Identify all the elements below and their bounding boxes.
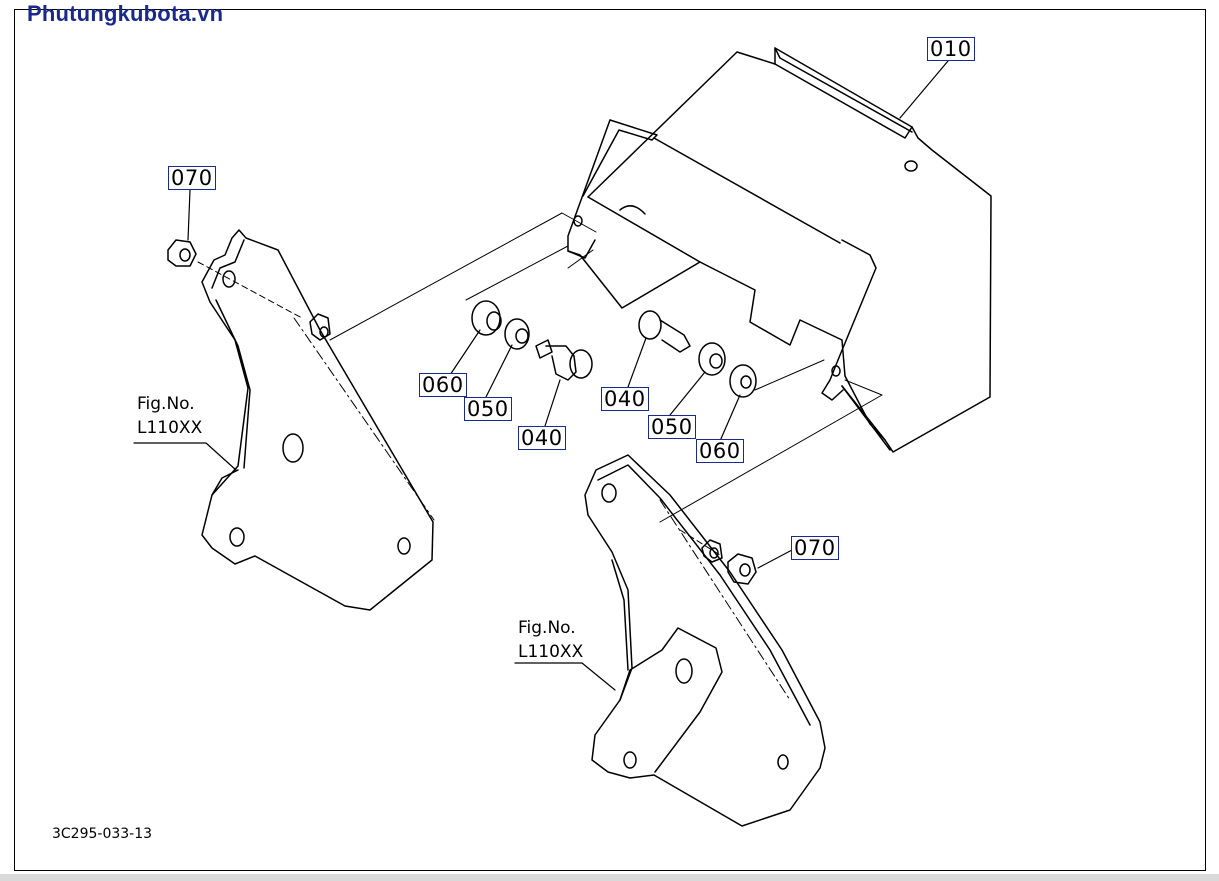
nut-070-right [727, 553, 757, 585]
callout-070-left[interactable]: 070 [168, 166, 216, 190]
callout-050-right[interactable]: 050 [648, 415, 696, 439]
collar-right [701, 539, 723, 563]
bolt-040-right [638, 310, 691, 353]
callout-040-left[interactable]: 040 [518, 426, 566, 450]
callout-060-left[interactable]: 060 [419, 373, 467, 397]
fig-ref-left-label: Fig.No. [137, 394, 195, 414]
nut-070-left [167, 239, 197, 267]
washer-060-right [729, 364, 757, 398]
callout-070-right[interactable]: 070 [791, 536, 839, 560]
watermark-text: Phutungkubota.vn [27, 1, 224, 26]
right-bracket [584, 454, 826, 827]
callout-050-left[interactable]: 050 [464, 397, 512, 421]
left-bracket [201, 229, 434, 611]
bottom-bar [0, 874, 1219, 881]
drawing-frame [14, 9, 1206, 871]
bolt-040-left [535, 339, 593, 381]
cover-part-010 [567, 47, 992, 453]
washer-050-right [698, 342, 726, 376]
washer-060-left [471, 300, 502, 336]
fig-ref-left-code[interactable]: L110XX [137, 418, 203, 438]
washer-050-left [504, 318, 530, 350]
assembly-lines [197, 212, 883, 701]
callout-040-right[interactable]: 040 [601, 387, 649, 411]
fig-ref-right-label: Fig.No. [518, 618, 576, 638]
collar-left [309, 313, 331, 341]
callout-060-right[interactable]: 060 [696, 439, 744, 463]
document-number: 3C295-033-13 [52, 826, 153, 842]
fig-ref-right-code[interactable]: L110XX [518, 642, 584, 662]
callout-010[interactable]: 010 [927, 37, 975, 61]
leader-lines [133, 60, 949, 691]
